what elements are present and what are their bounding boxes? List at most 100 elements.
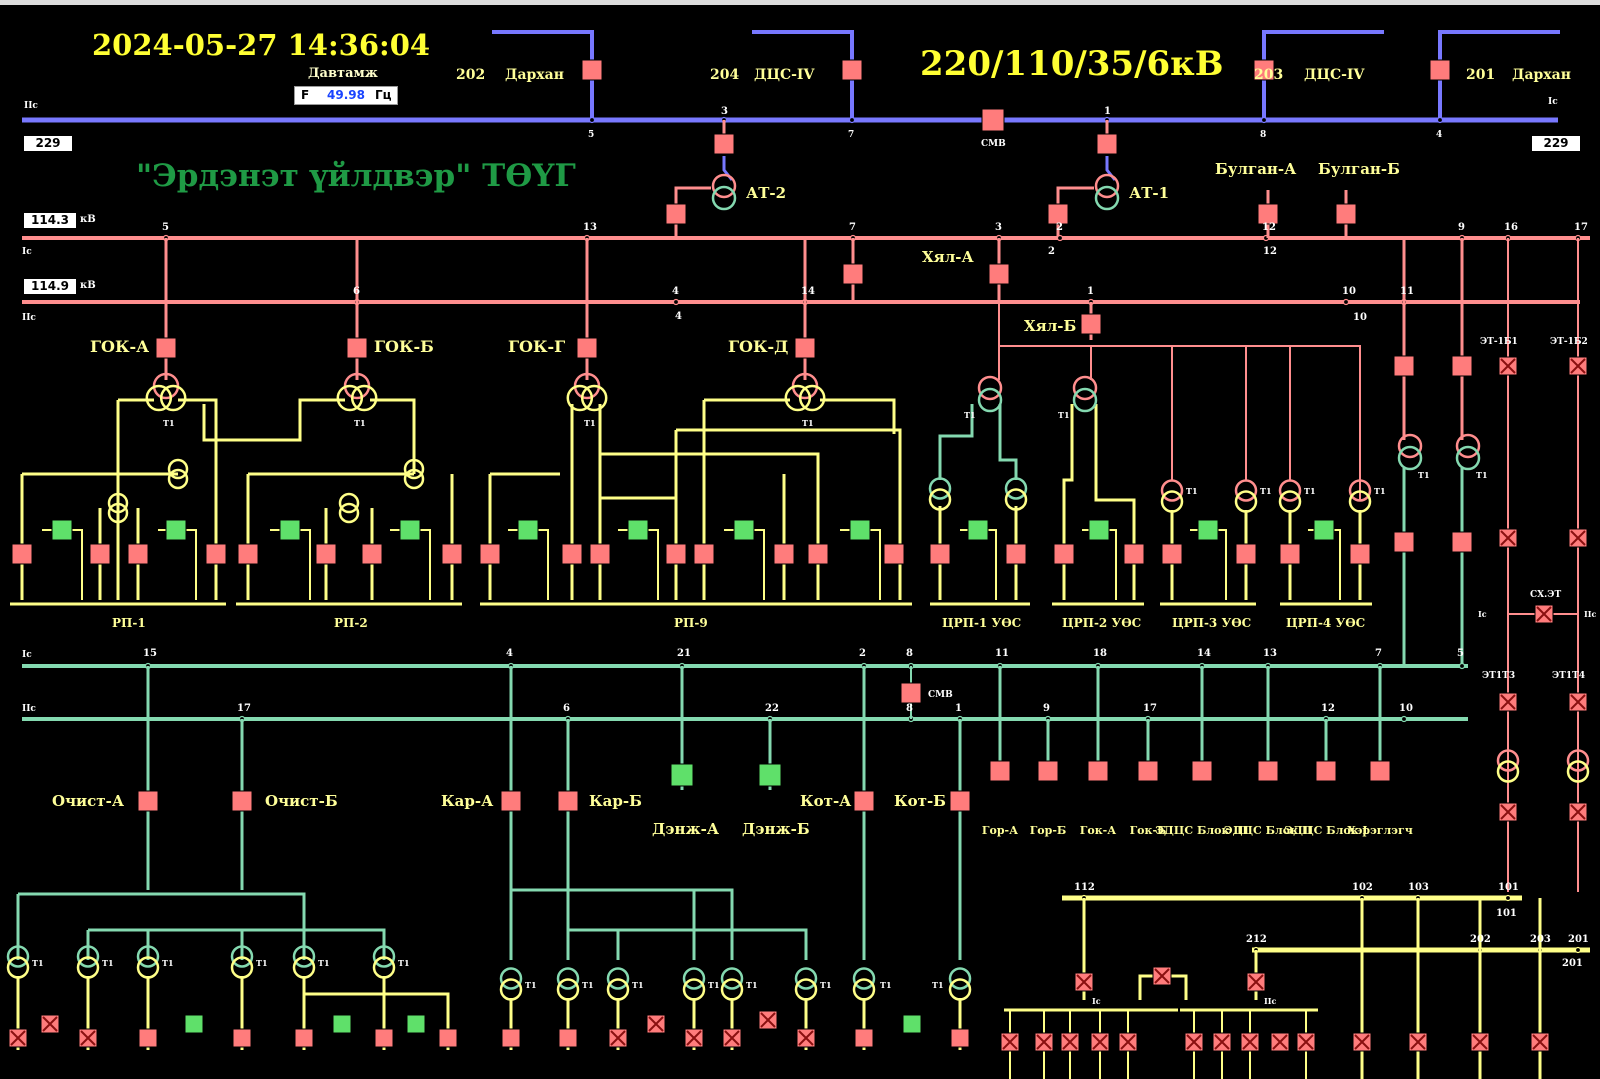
breaker-closed-icon[interactable]	[1137, 760, 1159, 782]
breaker-closed-icon[interactable]	[1005, 543, 1027, 565]
breaker-closed-icon[interactable]	[374, 1028, 394, 1048]
breaker-closed-icon[interactable]	[155, 337, 177, 359]
breaker-closed-icon[interactable]	[773, 543, 795, 565]
breaker-closed-icon[interactable]	[981, 108, 1005, 132]
breaker-closed-icon[interactable]	[949, 790, 971, 812]
breaker-open-icon[interactable]	[51, 519, 73, 541]
transformer-icon[interactable]	[1278, 479, 1302, 502]
breaker-closed-icon[interactable]	[581, 59, 603, 81]
transformer-icon[interactable]	[556, 967, 580, 990]
transformer-icon[interactable]	[167, 458, 189, 480]
breaker-closed-icon[interactable]	[1096, 133, 1118, 155]
breaker-closed-icon[interactable]	[438, 1028, 458, 1048]
breaker-open-icon[interactable]	[279, 519, 301, 541]
breaker-open-icon[interactable]	[332, 1014, 352, 1034]
breaker-closed-icon[interactable]	[929, 543, 951, 565]
breaker-closed-icon[interactable]	[665, 203, 687, 225]
breaker-closed-icon[interactable]	[1279, 543, 1301, 565]
breaker-closed-icon[interactable]	[11, 543, 33, 565]
transformer-icon[interactable]	[107, 492, 129, 514]
breaker-closed-icon[interactable]	[1257, 203, 1279, 225]
transformer-icon[interactable]	[1004, 477, 1028, 500]
breaker-closed-icon[interactable]	[950, 1028, 970, 1048]
breaker-closed-icon[interactable]	[1393, 355, 1415, 377]
breaker-closed-icon[interactable]	[501, 1028, 521, 1048]
transformer-icon[interactable]	[928, 477, 952, 500]
breaker-closed-icon[interactable]	[232, 1028, 252, 1048]
transformer-icon[interactable]	[1496, 749, 1520, 772]
transformer-icon[interactable]	[1160, 479, 1184, 502]
breaker-open-icon[interactable]	[967, 519, 989, 541]
breaker-closed-icon[interactable]	[137, 790, 159, 812]
breaker-closed-icon[interactable]	[794, 337, 816, 359]
transformer-icon[interactable]	[76, 945, 100, 968]
breaker-closed-icon[interactable]	[988, 263, 1010, 285]
breaker-closed-icon[interactable]	[346, 337, 368, 359]
breaker-closed-icon[interactable]	[1451, 355, 1473, 377]
breaker-closed-icon[interactable]	[1161, 543, 1183, 565]
breaker-closed-icon[interactable]	[557, 790, 579, 812]
transformer-icon[interactable]	[499, 967, 523, 990]
breaker-closed-icon[interactable]	[900, 682, 922, 704]
breaker-closed-icon[interactable]	[1315, 760, 1337, 782]
breaker-closed-icon[interactable]	[1235, 543, 1257, 565]
transformer-icon[interactable]	[977, 375, 1003, 401]
breaker-closed-icon[interactable]	[561, 543, 583, 565]
breaker-closed-icon[interactable]	[1253, 59, 1275, 81]
breaker-closed-icon[interactable]	[853, 790, 875, 812]
transformer-icon[interactable]	[794, 967, 818, 990]
breaker-closed-icon[interactable]	[1047, 203, 1069, 225]
breaker-closed-icon[interactable]	[1037, 760, 1059, 782]
breaker-closed-icon[interactable]	[1349, 543, 1371, 565]
transformer-icon[interactable]	[682, 967, 706, 990]
breaker-closed-icon[interactable]	[138, 1028, 158, 1048]
breaker-closed-icon[interactable]	[1335, 203, 1357, 225]
transformer-icon[interactable]	[711, 173, 737, 199]
breaker-open-icon[interactable]	[517, 519, 539, 541]
breaker-closed-icon[interactable]	[205, 543, 227, 565]
transformer-icon[interactable]	[1234, 479, 1258, 502]
breaker-closed-icon[interactable]	[576, 337, 598, 359]
transformer-icon[interactable]	[338, 492, 360, 514]
breaker-closed-icon[interactable]	[842, 263, 864, 285]
transformer-icon[interactable]	[6, 945, 30, 968]
breaker-closed-icon[interactable]	[1257, 760, 1279, 782]
breaker-closed-icon[interactable]	[237, 543, 259, 565]
breaker-closed-icon[interactable]	[315, 543, 337, 565]
transformer-icon[interactable]	[1094, 173, 1120, 199]
breaker-closed-icon[interactable]	[1087, 760, 1109, 782]
breaker-closed-icon[interactable]	[589, 543, 611, 565]
breaker-open-icon[interactable]	[1313, 519, 1335, 541]
breaker-open-icon[interactable]	[399, 519, 421, 541]
breaker-open-icon[interactable]	[670, 763, 694, 787]
transformer-icon[interactable]	[292, 945, 316, 968]
breaker-closed-icon[interactable]	[1369, 760, 1391, 782]
transformer-icon[interactable]	[852, 967, 876, 990]
transformer-icon[interactable]	[403, 458, 425, 480]
transformer-icon[interactable]	[948, 967, 972, 990]
transformer-icon[interactable]	[230, 945, 254, 968]
breaker-closed-icon[interactable]	[1451, 531, 1473, 553]
breaker-open-icon[interactable]	[165, 519, 187, 541]
transformer-icon[interactable]	[1455, 433, 1481, 459]
breaker-closed-icon[interactable]	[89, 543, 111, 565]
transformer-icon[interactable]	[1566, 749, 1590, 772]
breaker-closed-icon[interactable]	[665, 543, 687, 565]
breaker-closed-icon[interactable]	[989, 760, 1011, 782]
breaker-closed-icon[interactable]	[1429, 59, 1451, 81]
transformer-icon[interactable]	[1072, 375, 1098, 401]
transformer-icon[interactable]	[1348, 479, 1372, 502]
breaker-closed-icon[interactable]	[854, 1028, 874, 1048]
transformer-icon[interactable]	[1397, 433, 1423, 459]
breaker-closed-icon[interactable]	[441, 543, 463, 565]
transformer-icon[interactable]	[606, 967, 630, 990]
breaker-closed-icon[interactable]	[1080, 313, 1102, 335]
breaker-closed-icon[interactable]	[693, 543, 715, 565]
breaker-closed-icon[interactable]	[231, 790, 253, 812]
transformer-icon[interactable]	[720, 967, 744, 990]
breaker-closed-icon[interactable]	[807, 543, 829, 565]
breaker-closed-icon[interactable]	[127, 543, 149, 565]
breaker-open-icon[interactable]	[902, 1014, 922, 1034]
breaker-open-icon[interactable]	[1088, 519, 1110, 541]
breaker-open-icon[interactable]	[733, 519, 755, 541]
